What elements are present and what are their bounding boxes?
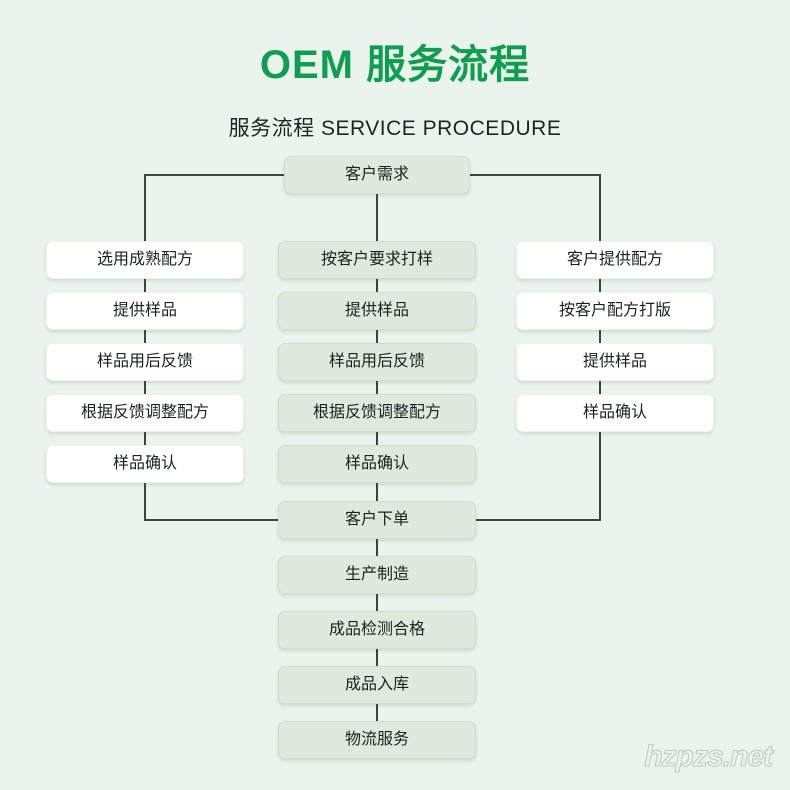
node-tail-1[interactable]: 生产制造 <box>278 556 476 594</box>
page-subtitle: 服务流程 SERVICE PROCEDURE <box>228 117 562 140</box>
node-tail-3[interactable]: 成品入库 <box>278 666 476 704</box>
node-middle-4[interactable]: 根据反馈调整配方 <box>278 394 476 432</box>
node-left-2[interactable]: 提供样品 <box>46 292 244 330</box>
node-left-5[interactable]: 样品确认 <box>46 445 244 483</box>
node-middle-2[interactable]: 提供样品 <box>278 292 476 330</box>
node-middle-1[interactable]: 按客户要求打样 <box>278 241 476 279</box>
node-left-1[interactable]: 选用成熟配方 <box>46 241 244 279</box>
node-merge[interactable]: 客户下单 <box>278 501 476 539</box>
node-middle-3[interactable]: 样品用后反馈 <box>278 343 476 381</box>
wire-right-to-merge <box>476 432 601 521</box>
node-tail-2[interactable]: 成品检测合格 <box>278 611 476 649</box>
node-right-4[interactable]: 样品确认 <box>516 394 714 432</box>
node-left-3[interactable]: 样品用后反馈 <box>46 343 244 381</box>
site-watermark: hzpzs.net <box>644 740 774 774</box>
node-start[interactable]: 客户需求 <box>284 156 470 194</box>
wire-left-to-merge <box>144 483 278 521</box>
node-right-2[interactable]: 按客户配方打版 <box>516 292 714 330</box>
node-tail-4[interactable]: 物流服务 <box>278 721 476 759</box>
node-right-1[interactable]: 客户提供配方 <box>516 241 714 279</box>
node-right-3[interactable]: 提供样品 <box>516 343 714 381</box>
node-middle-5[interactable]: 样品确认 <box>278 445 476 483</box>
page-title: OEM 服务流程 <box>259 43 531 87</box>
wire-start-to-left <box>144 174 284 241</box>
wire-start-to-right <box>470 174 601 241</box>
node-left-4[interactable]: 根据反馈调整配方 <box>46 394 244 432</box>
